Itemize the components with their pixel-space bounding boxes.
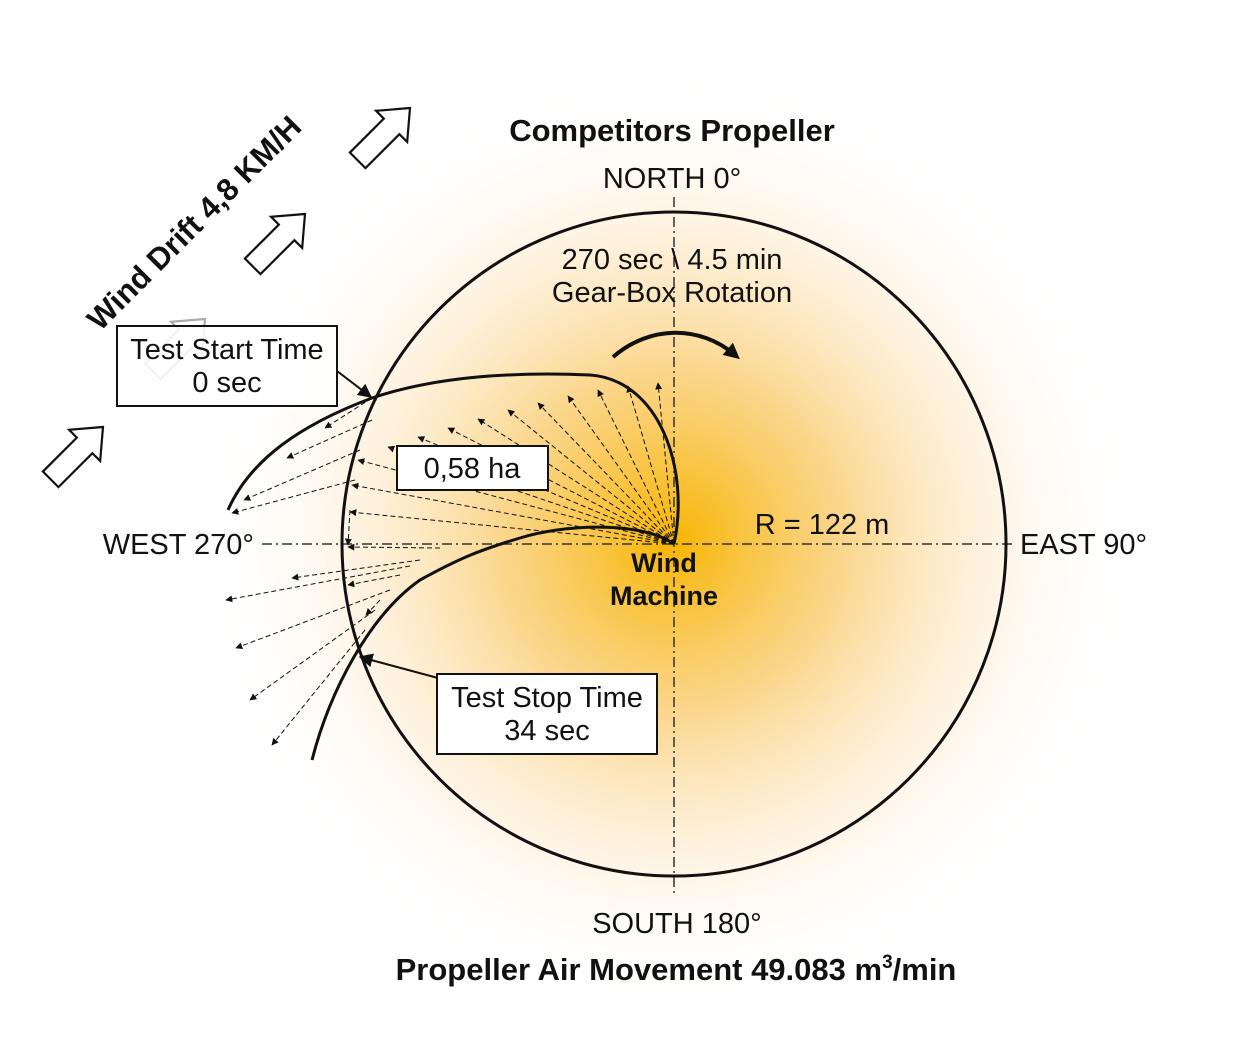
- test-start-value: 0 sec: [192, 367, 261, 399]
- spray-arrow: [626, 385, 675, 545]
- test-start-label: Test Start Time: [130, 334, 323, 366]
- spray-arrow: [349, 509, 675, 545]
- drift-arrow: [231, 479, 356, 515]
- wind-arrow-3: [41, 425, 105, 489]
- west-label: WEST 270°: [103, 529, 254, 561]
- spray-arrow: [655, 382, 675, 545]
- rotation-time: 270 sec \ 4.5 min: [562, 244, 783, 276]
- east-label: EAST 90°: [1020, 529, 1147, 561]
- wind-arrow-2: [243, 212, 307, 276]
- spray-arrow: [597, 389, 675, 545]
- rotation-arrow: [611, 330, 740, 360]
- machine-label-line2: Machine: [610, 581, 718, 611]
- drift-arrow: [324, 397, 373, 429]
- coverage-circle: [340, 210, 1008, 878]
- diagram-title: Competitors Propeller: [509, 113, 835, 148]
- test-stop-label: Test Stop Time: [451, 682, 643, 714]
- drift-arrow: [344, 509, 352, 546]
- south-label: SOUTH 180°: [592, 908, 762, 940]
- drift-arrow: [347, 543, 441, 551]
- wind-arrow-1: [348, 106, 412, 170]
- drift-arrow: [347, 574, 401, 588]
- test-start-box: [116, 325, 338, 407]
- area-label: 0,58 ha: [424, 453, 522, 485]
- test-stop-box: [436, 673, 658, 755]
- test-stop-value: 34 sec: [504, 715, 589, 747]
- stop-leader-line: [358, 653, 439, 679]
- drift-arrow: [291, 559, 421, 581]
- drift-arrow: [225, 565, 411, 603]
- drift-curve: [310, 525, 675, 761]
- drift-arrow: [249, 609, 376, 701]
- north-label: NORTH 0°: [603, 163, 741, 195]
- machine-label-line1: Wind: [631, 548, 697, 578]
- drift-arrow: [235, 589, 391, 650]
- drift-arrow: [365, 599, 381, 616]
- spray-arrow: [537, 402, 675, 545]
- radius-label: R = 122 m: [755, 509, 890, 541]
- start-leader-line: [336, 370, 373, 398]
- spray-arrow: [507, 409, 675, 545]
- spray-arrow: [567, 395, 675, 545]
- area-box: [396, 445, 549, 491]
- drift-arrow: [243, 449, 361, 501]
- spray-arrow: [477, 418, 675, 545]
- spray-arrow: [351, 482, 675, 545]
- drift-arrow: [271, 629, 366, 746]
- rotation-caption: Gear-Box Rotation: [552, 277, 792, 309]
- coverage-petal: [226, 372, 680, 545]
- air-movement-label: Propeller Air Movement 49.083 m3/min: [396, 952, 957, 987]
